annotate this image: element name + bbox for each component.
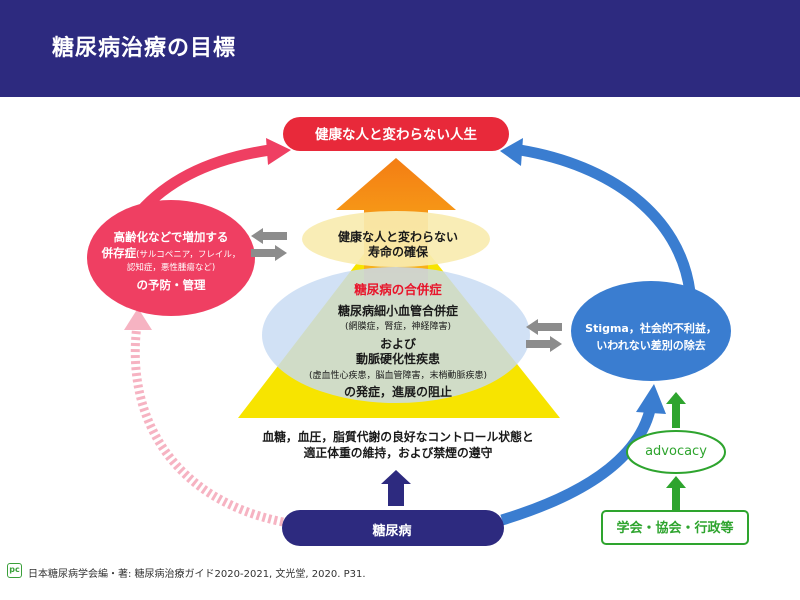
diabetes-label: 糖尿病: [372, 524, 412, 539]
macrovascular-detail: (虚血性心疾患，脳血管障害，末梢動脈疾患): [308, 371, 488, 381]
societies-box: [601, 510, 749, 545]
goal-path-arrow-right: [519, 144, 696, 293]
aging-dashed-arrow-head: [124, 308, 152, 330]
diabetes-up-arrow: [381, 470, 411, 506]
longevity-label-line2: 寿命の確保: [367, 245, 428, 259]
complications-title: 糖尿病の合併症: [354, 282, 442, 297]
aging-label-line4: の予防・管理: [136, 278, 206, 292]
citation-text: 日本糖尿病学会編・著: 糖尿病治療ガイド2020-2021, 文光堂, 2020…: [28, 569, 366, 580]
societies-label: 学会・協会・行政等: [616, 521, 734, 536]
longevity-label-line1: 健康な人と変わらない: [337, 230, 458, 244]
control-label-line2: 適正体重の維持，および禁煙の遵守: [303, 446, 493, 460]
microvascular-label: 糖尿病細小血管合併症: [337, 304, 458, 318]
control-label-line1: 血糖，血圧，脂質代謝の良好なコントロール状態と: [262, 430, 534, 444]
title-bar: 糖尿病治療の目標: [0, 0, 800, 97]
comorbidity-label: 併存症: [101, 246, 137, 260]
aging-label-line1: 高齢化などで増加する: [113, 230, 229, 244]
page-title: 糖尿病治療の目標: [52, 36, 237, 61]
stigma-ellipse: [571, 281, 731, 381]
goal-arrow-head-left: [266, 138, 291, 165]
advocacy-label: advocacy: [645, 444, 707, 459]
complications-ellipse: [262, 267, 530, 403]
stigma-arrow-head: [636, 384, 666, 414]
stigma-label-line2: いわれない差別の除去: [596, 339, 706, 352]
macrovascular-label: 動脈硬化性疾患: [355, 352, 440, 366]
aging-label-line3: 認知症，悪性腫瘍など): [126, 263, 216, 273]
goal-arrow-head-right: [500, 138, 523, 166]
prevention-label: の発症，進展の阻止: [343, 385, 452, 399]
stigma-label-line1: Stigma，社会的不利益，: [585, 322, 717, 335]
advocacy-arrows: [666, 392, 686, 510]
aging-ellipse: [87, 200, 255, 316]
microvascular-detail: (網膜症，腎症，神経障害): [344, 322, 452, 332]
goal-label: 健康な人と変わらない人生: [315, 127, 477, 143]
advocacy-ellipse: [626, 430, 726, 474]
aging-exchange-arrows: [251, 228, 287, 261]
aging-dashed-arrow: [130, 324, 284, 527]
goal-capsule: [283, 117, 509, 151]
stigma-exchange-arrows: [526, 319, 562, 352]
longevity-ellipse: [302, 211, 490, 267]
comorbidity-examples: (サルコペニア，フレイル，: [136, 250, 241, 260]
diabetes-capsule: [282, 510, 504, 546]
publisher-logo: pc: [7, 563, 22, 578]
aging-label-line2: 併存症(サルコペニア，フレイル，: [94, 245, 248, 261]
complications-connector: および: [379, 337, 416, 351]
goal-path-arrow-left: [135, 144, 271, 216]
stigma-path-arrow: [500, 408, 656, 526]
